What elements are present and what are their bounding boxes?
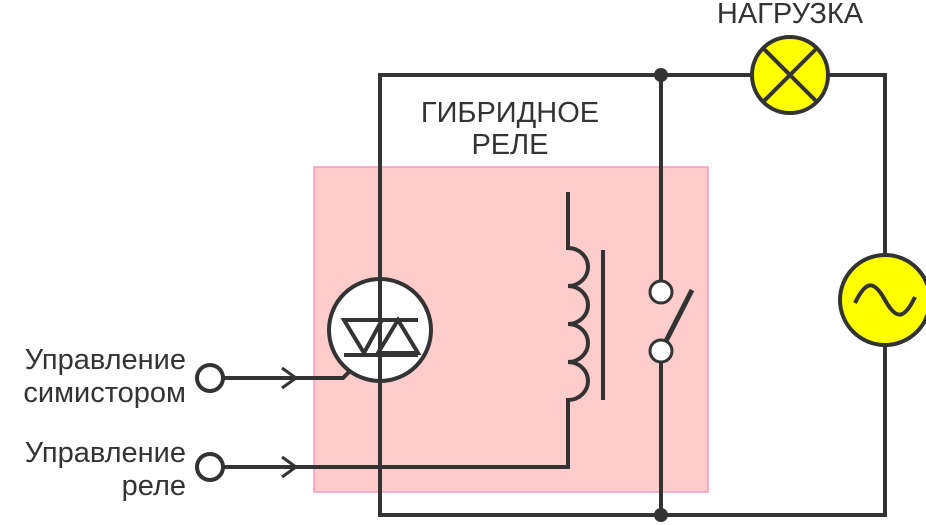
relay-control-label-line1: Управление	[24, 437, 186, 469]
triac-control-label-line1: Управление	[24, 344, 186, 376]
junction-bottom	[654, 508, 668, 522]
triac-symbol-icon	[327, 277, 433, 383]
load-label: НАГРУЗКА	[716, 0, 864, 30]
wire-relay-control	[221, 398, 570, 469]
arrow-triac-icon	[281, 366, 299, 390]
junction-top	[654, 68, 668, 82]
hybrid-relay-title-line2: РЕЛЕ	[471, 129, 549, 161]
triac-control-terminal[interactable]	[195, 363, 225, 393]
lamp-load-icon	[750, 35, 830, 115]
hybrid-relay-title-line1: ГИБРИДНОЕ	[420, 97, 600, 129]
relay-coil-icon	[566, 192, 605, 402]
wire-right-lower	[378, 343, 887, 517]
wire-top	[378, 73, 887, 257]
relay-control-label-line2: реле	[121, 470, 186, 502]
wire-triac-control	[221, 370, 351, 380]
arrow-relay-icon	[281, 455, 299, 479]
triac-control-label-line2: симистором	[23, 377, 186, 409]
relay-control-terminal[interactable]	[195, 452, 225, 482]
relay-switch-icon	[648, 279, 695, 364]
ac-source-icon	[838, 253, 926, 347]
